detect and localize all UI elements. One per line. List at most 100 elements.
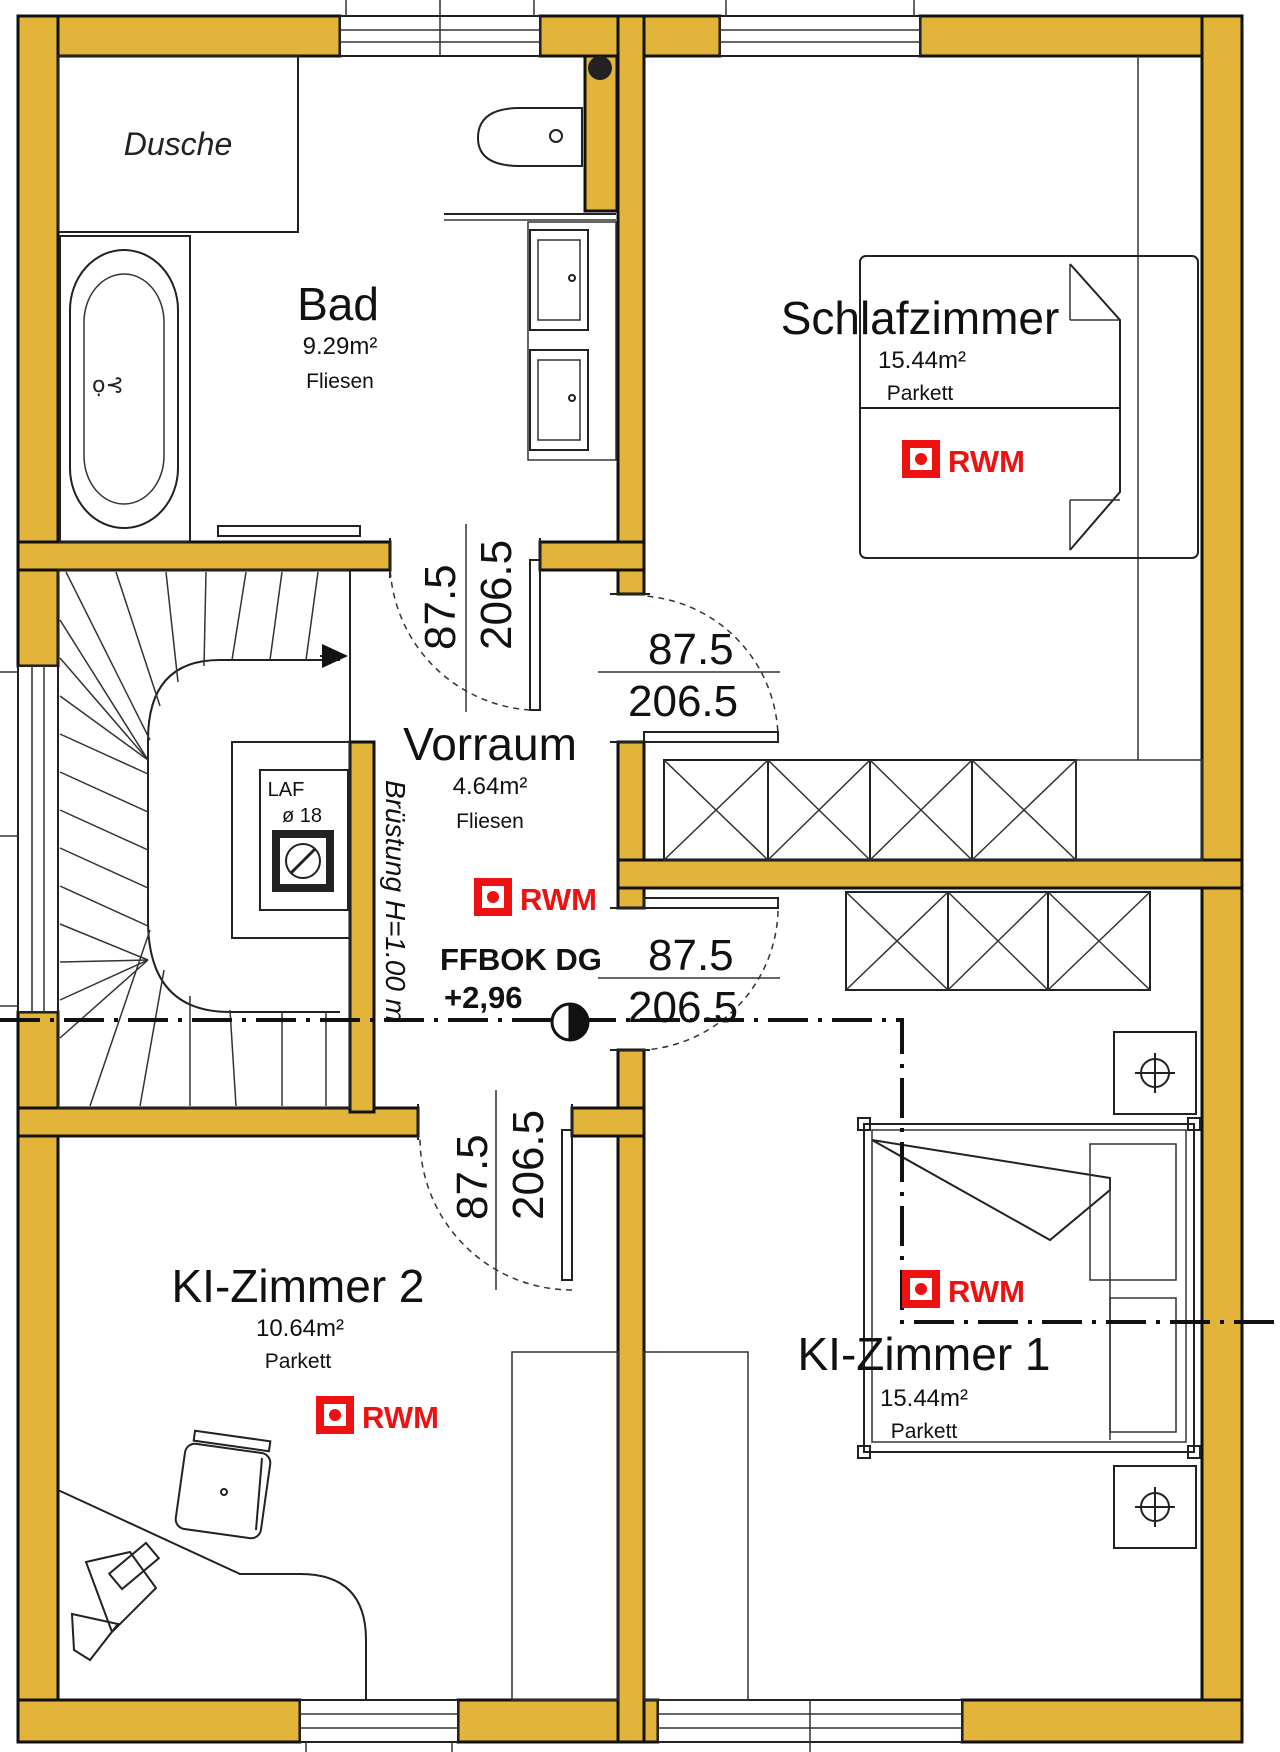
rwm-schlafzimmer: RWM [902,440,1025,479]
room-labels: Dusche Bad 9.29m² Fliesen Schlafzimmer 1… [124,126,1060,1443]
room-area-bad: 9.29m² [303,333,378,360]
stair-tread [269,571,283,661]
wall-top-left [16,14,342,58]
rwm-kizimmer1: RWM [902,1270,1025,1309]
kizimmer2-furniture [57,1351,619,1701]
wall-bottom-right [960,1698,1244,1744]
room-area-vorraum: 4.64m² [453,773,528,800]
desk-lamp-icon [70,1541,161,1662]
socket-crosshair-icon [1113,1031,1197,1115]
stair-tread [59,619,149,761]
dim-schlaf-width: 87.5 [648,625,734,674]
stair-tread [139,969,165,1107]
rwm-vorraum: RWM [474,878,597,917]
dim-bad-height: 206.5 [472,540,521,650]
wall-bottom-left [16,1698,302,1744]
stair-tread [59,959,149,963]
stair-tread [59,695,149,761]
level-value: +2,96 [444,980,522,1015]
room-area-schlafzimmer: 15.44m² [878,347,966,374]
wall-bath-bottom-left [16,540,392,572]
window-top-2 [719,0,921,57]
bathtub [59,235,191,543]
wall-center-lower [616,1048,646,1744]
dim-ki1-height: 206.5 [628,983,738,1032]
room-name-kizimmer2: KI-Zimmer 2 [172,1260,425,1312]
wall-wc-partition [583,54,619,213]
dim-schlaf-height: 206.5 [628,677,738,726]
stair-tread [59,733,149,775]
room-floor-kizimmer2: Parkett [265,1350,332,1373]
shaft-diameter: ø 18 [282,805,322,827]
stair-tread [305,571,319,661]
stair-tread [59,771,149,813]
rwm-label: RWM [948,1274,1025,1309]
window-top-1 [339,0,541,57]
room-floor-schlafzimmer: Parkett [887,382,954,405]
stair-tread [89,929,151,1107]
dim-bad-width: 87.5 [416,564,465,650]
door-kizimmer2 [417,1090,573,1291]
smoke-detector-icon [902,440,940,478]
dim-ki2-width: 87.5 [448,1134,497,1220]
rwm-kizimmer2: RWM [316,1396,439,1435]
stair-tread [59,885,149,927]
room-area-kizimmer2: 10.64m² [256,1315,344,1342]
axis-lines [0,1018,1280,1324]
windows [0,0,963,1752]
kizimmer1-furniture [643,891,1201,1701]
smoke-detector-icon [902,1270,940,1308]
smoke-detector-icon [316,1396,354,1434]
room-floor-kizimmer1: Parkett [891,1420,958,1443]
wall-railing [348,740,376,1114]
rwm-label: RWM [948,444,1025,479]
wall-bath-bottom-right [538,540,646,572]
wall-bedroom-bottom [616,858,1244,890]
bathroom-fixtures: ọ⊰ [57,55,617,543]
window-bottom-2 [657,1699,963,1752]
axis-marker [550,1002,590,1042]
door-schlafzimmer [598,593,780,743]
stair-tread [59,809,149,851]
socket-crosshair-icon [1113,1465,1197,1549]
wall-center-upper [616,14,646,596]
door-dimensions: 87.5 206.5 87.5 206.5 87.5 206.5 87.5 20… [416,540,738,1220]
smoke-detector-icon [474,878,512,916]
wardrobe [845,891,1151,991]
walls [16,14,1244,1744]
sink-icon [529,229,589,331]
chair-icon [174,1429,272,1540]
shaft-label: LAF [268,779,305,801]
room-name-schlafzimmer: Schlafzimmer [781,292,1060,344]
stair-tread [203,571,207,667]
rwm-label: RWM [362,1400,439,1435]
level-label: FFBOK DG [440,942,602,977]
stair-tread [165,571,179,683]
stair-tread [229,1009,237,1107]
sink-icon [529,349,589,451]
dim-ki2-height: 206.5 [504,1110,553,1220]
staircase: LAF ø 18 [57,569,351,1109]
toilet-icon [476,107,583,167]
door-bad [389,524,541,712]
stair-tread [59,959,149,1039]
schlafzimmer-furniture [663,56,1203,861]
bed-icon [859,255,1199,559]
door-kizimmer1 [598,897,780,1051]
room-name-kizimmer1: KI-Zimmer 1 [798,1328,1051,1380]
room-floor-vorraum: Fliesen [456,810,524,833]
stair-tread [59,959,149,1001]
room-name-vorraum: Vorraum [403,718,577,770]
room-floor-bad: Fliesen [306,370,374,393]
dim-ki1-width: 87.5 [648,931,734,980]
stair-tread [59,657,149,761]
shower-tray [57,55,299,233]
room-name-bad: Bad [297,278,379,330]
wall-kids2-top-right [570,1106,646,1138]
stair-tread [59,923,149,961]
rwm-label: RWM [520,882,597,917]
window-bottom-1 [299,1699,459,1752]
stair-tread [59,847,149,889]
stair-tread [65,571,151,741]
